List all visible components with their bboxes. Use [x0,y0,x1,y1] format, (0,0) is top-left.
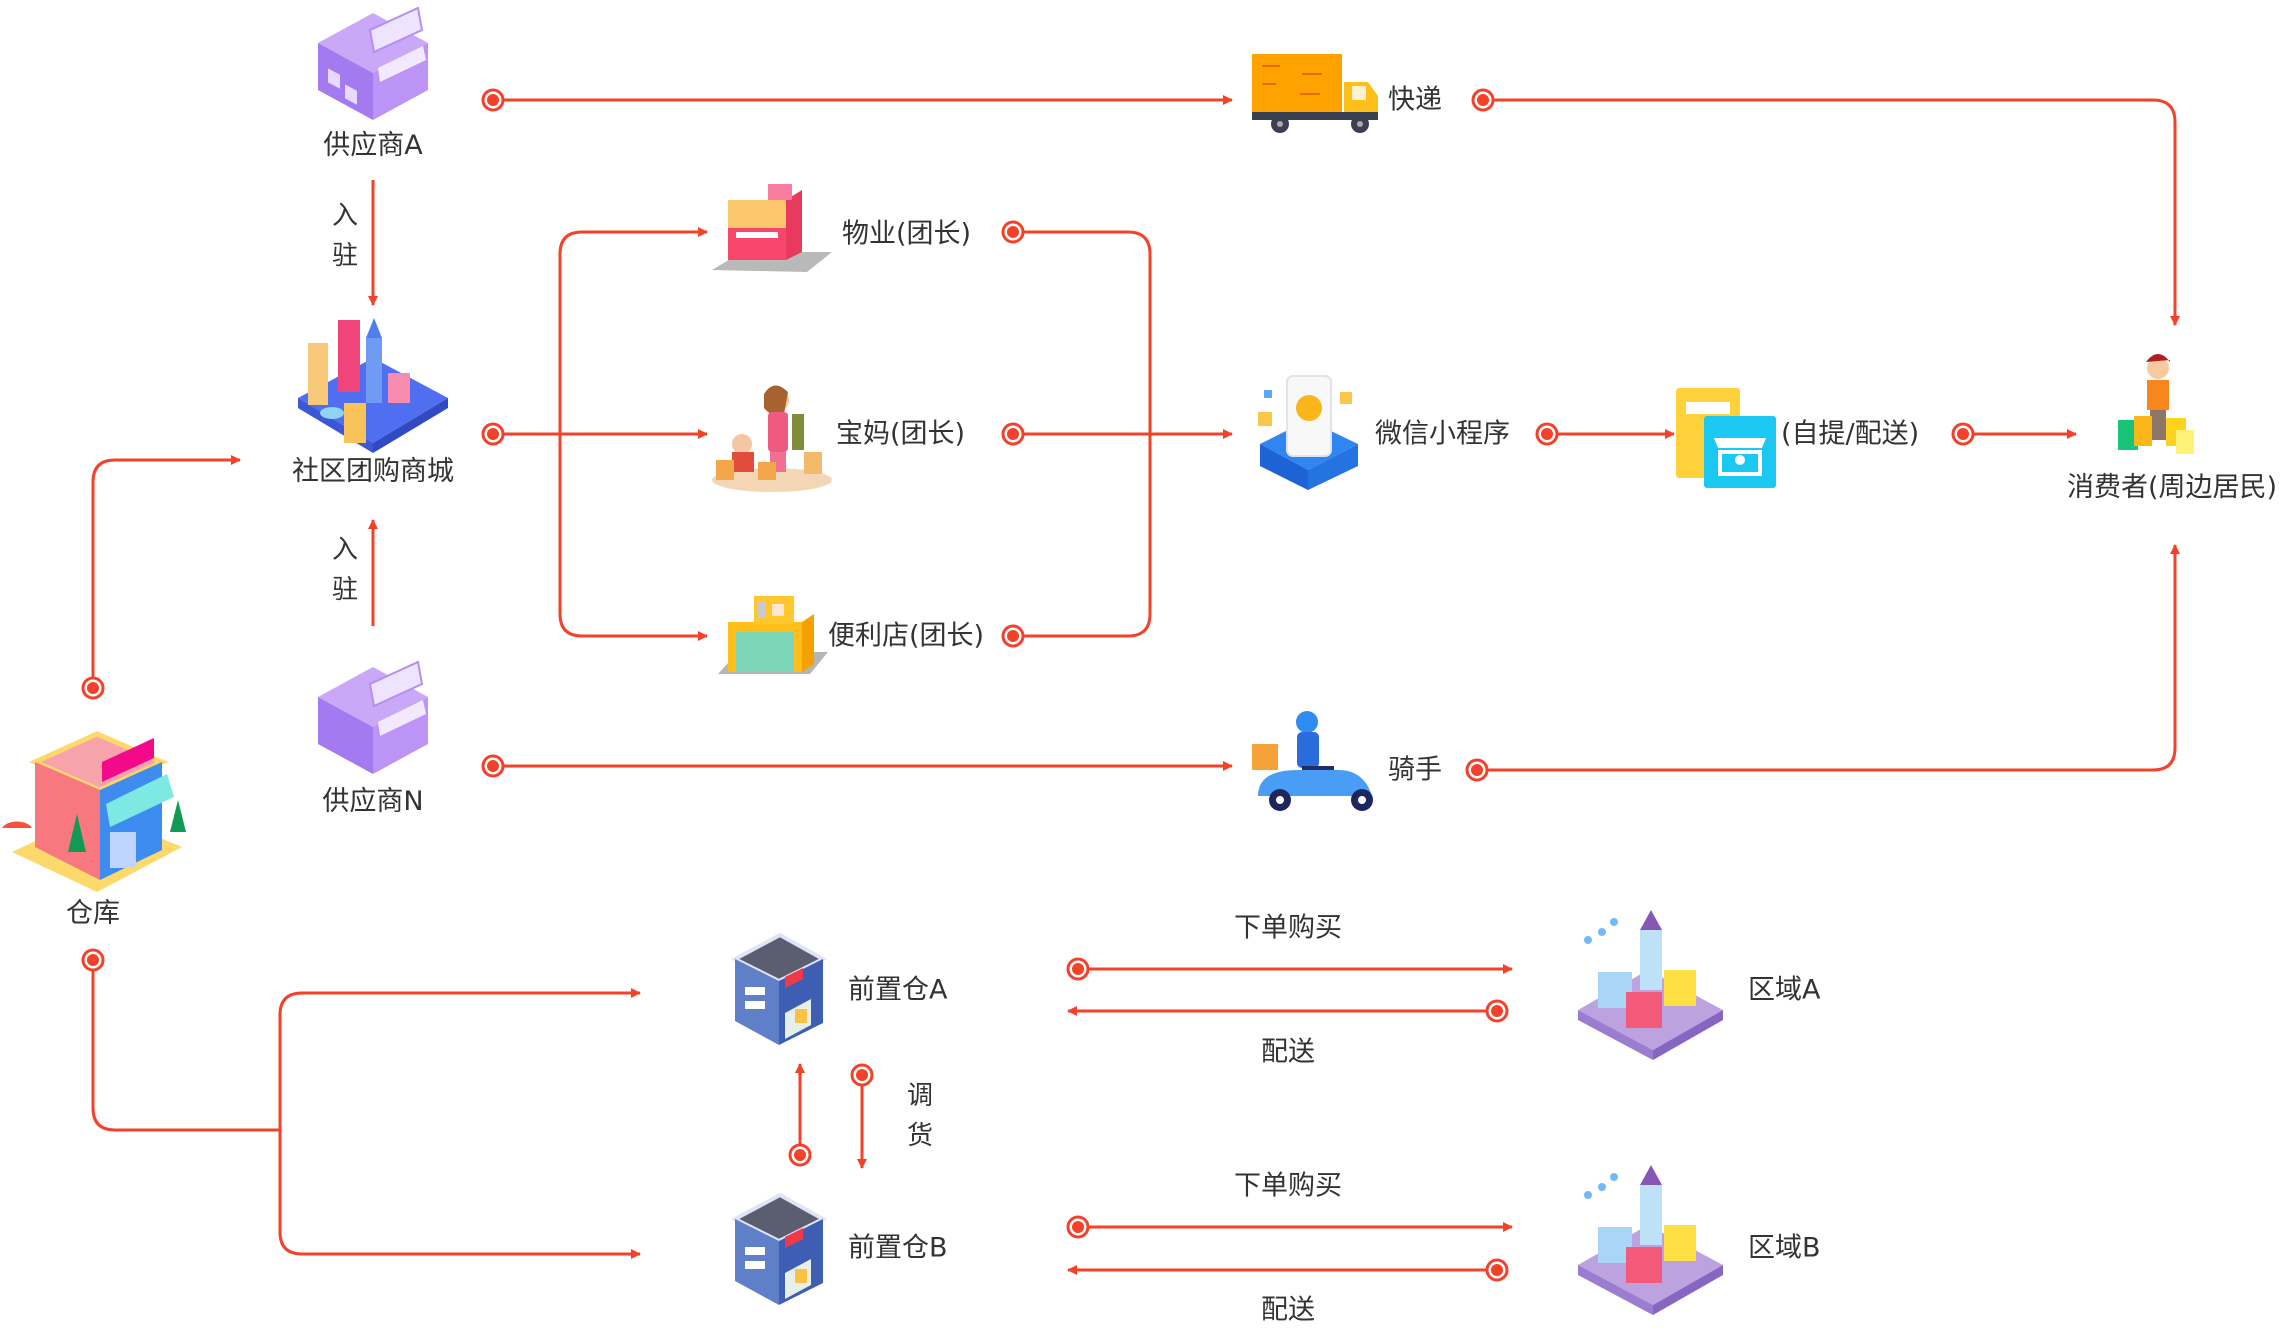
connectors [81,88,2180,1282]
settle-in-char-1: 入 [331,535,358,565]
start-dot-core [856,1069,868,1081]
transfer-char-1: 调 [906,1081,933,1111]
mini-program-phone-icon [1258,375,1358,490]
transfer-label: 调 货 [905,1076,935,1156]
region-b-label: 区域B [1748,1232,1821,1264]
property-leader-label: 物业(团长) [842,218,972,250]
start-dot-core [1007,630,1019,642]
start-dot-core [1007,428,1019,440]
community-mall-label: 社区团购商城 [292,456,454,487]
edge-warehouse-front-a [278,988,641,1130]
supplier-a-label: 供应商A [323,130,423,161]
express-label: 快递 [1388,84,1442,116]
settle-in-a-label: 入 驻 [330,196,360,276]
edge-rider-consumer [1477,544,2180,772]
deliver-label-a: 配送 [1261,1036,1315,1068]
region-a-district-icon [1578,910,1723,1060]
settle-in-n-label: 入 驻 [330,530,360,610]
region-b-district-icon [1578,1165,1723,1315]
start-dot-core [1072,963,1084,975]
edge-mall-property [558,227,708,434]
settle-in-char-1: 入 [331,201,358,231]
settle-in-char-2: 驻 [331,241,358,271]
start-dot-core [87,954,99,966]
mother-child-icon [712,385,832,492]
delivery-truck-icon [1252,54,1378,133]
front-warehouse-a-icon [730,932,828,1045]
community-mall-city-icon [298,318,448,453]
edge-express-consumer [1483,98,2180,326]
start-dot-core [1477,94,1489,106]
edge-warehouse-trunk [91,968,280,1132]
consumer-label: 消费者(周边居民) [2066,472,2278,503]
rider-label: 骑手 [1388,754,1442,786]
region-a-label: 区域A [1748,974,1821,1006]
pickup-store-icon [1676,388,1776,488]
start-dot-core [1007,226,1019,238]
wechat-mini-label: 微信小程序 [1375,418,1510,450]
start-dot-core [1491,1005,1503,1017]
start-dot-core [794,1149,806,1161]
start-dot-core [1471,764,1483,776]
order-label-a: 下单购买 [1234,912,1342,944]
front-warehouse-a-label: 前置仓A [848,974,948,1006]
start-dot-core [1957,428,1969,440]
store-leader-label: 便利店(团长) [828,620,985,652]
start-dot-core [1541,428,1553,440]
deliver-label-b: 配送 [1261,1294,1315,1326]
start-dot-core [487,428,499,440]
settle-in-char-2: 驻 [331,575,358,605]
property-building-icon [712,184,832,272]
start-dot-core [487,760,499,772]
supplier-n-shop-icon [318,660,428,774]
transfer-char-2: 货 [906,1121,933,1151]
start-dot-core [1072,1221,1084,1233]
front-warehouse-b-label: 前置仓B [848,1232,948,1264]
shopper-icon [2118,354,2194,454]
edge-mall-store [558,434,708,641]
front-warehouse-b-icon [730,1192,828,1305]
start-dot-core [87,682,99,694]
warehouse-store-icon [2,731,186,892]
order-label-b: 下单购买 [1234,1170,1342,1202]
start-dot-core [487,94,499,106]
pickup-label: (自提/配送) [1781,418,1920,450]
mom-leader-label: 宝妈(团长) [836,418,966,450]
start-dot-core [1491,1264,1503,1276]
scooter-rider-icon [1252,711,1373,811]
convenience-store-icon [718,596,828,674]
supplier-a-shop-icon [318,6,428,120]
supplier-n-label: 供应商N [322,786,424,817]
edge-warehouse-front-b [278,1130,641,1259]
edge-warehouse-mall [91,455,241,680]
warehouse-label: 仓库 [66,898,120,929]
